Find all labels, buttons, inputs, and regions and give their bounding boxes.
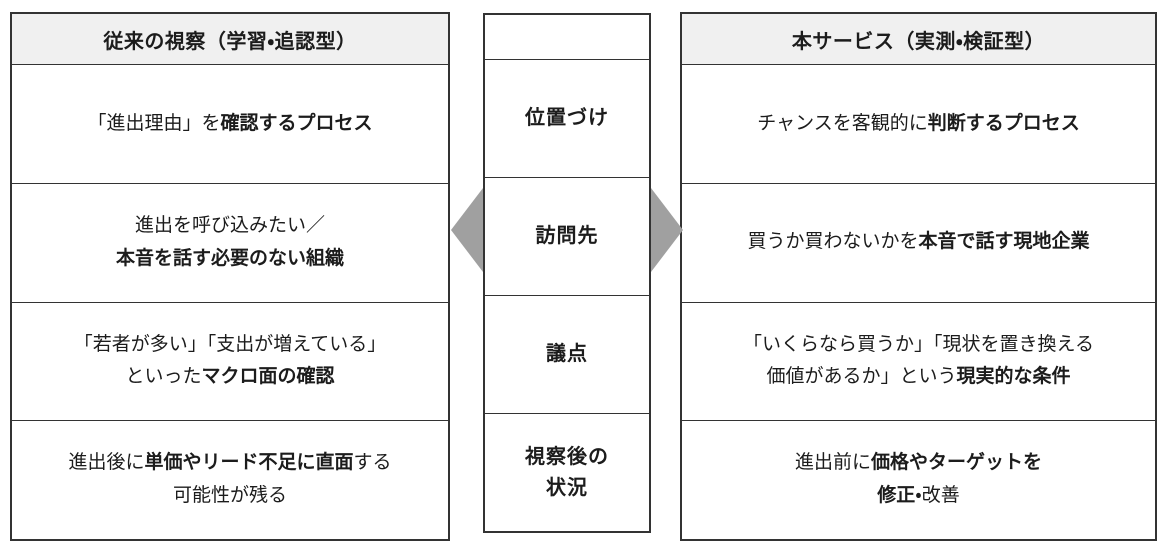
right-table: 本サービス（実測・検証型） チャンスを客観的に判断するプロセス 買うか買わないか… — [680, 12, 1157, 541]
text-line: 可能性が残る — [172, 485, 287, 507]
text-line: 進出後に単価やリード不足に直面する — [68, 452, 392, 474]
right-cell-post-inspection: 進出前に価格やターゲットを 修正・改善 — [682, 421, 1155, 539]
text-line: チャンスを客観的に判断するプロセス — [757, 112, 1080, 134]
right-table-header: 本サービス（実測・検証型） — [682, 14, 1155, 65]
arrow-left-icon — [451, 188, 483, 272]
text-line: 進出前に価格やターゲットを — [794, 452, 1043, 474]
middle-label-visit-target: 訪問先 — [485, 178, 649, 296]
right-cell-visit-target: 買うか買わないかを本音で話す現地企業 — [682, 184, 1155, 303]
right-cell-positioning: チャンスを客観的に判断するプロセス — [682, 65, 1155, 184]
arrow-right-icon — [651, 188, 683, 272]
text-line: 買うか買わないかを本音で話す現地企業 — [747, 231, 1090, 253]
text-line: 価値があるか」という現実的な条件 — [766, 366, 1071, 388]
text-line: 進出を呼び込みたい／ — [134, 214, 325, 236]
right-cell-discussion-points: 「いくらなら買うか」「現状を置き換える 価値があるか」という現実的な条件 — [682, 303, 1155, 422]
text-line: 本音を話す必要のない組織 — [115, 247, 344, 269]
middle-label-positioning: 位置づけ — [485, 60, 649, 178]
middle-label-column: 位置づけ 訪問先 議点 視察後の 状況 — [483, 13, 651, 533]
text-line: 「いくらなら買うか」「現状を置き換える — [743, 333, 1094, 355]
left-cell-post-inspection: 進出後に単価やリード不足に直面する 可能性が残る — [12, 421, 448, 539]
left-table-header: 従来の視察（学習・追認型） — [12, 14, 448, 65]
left-cell-discussion-points: 「若者が多い」「支出が増えている」 といったマクロ面の確認 — [12, 303, 448, 422]
left-cell-visit-target: 進出を呼び込みたい／ 本音を話す必要のない組織 — [12, 184, 448, 303]
text-line: といったマクロ面の確認 — [125, 366, 335, 388]
left-table-header-label: 従来の視察（学習・追認型） — [103, 30, 357, 53]
left-table: 従来の視察（学習・追認型） 「進出理由」を確認するプロセス 進出を呼び込みたい／… — [10, 12, 450, 541]
middle-label-discussion-points: 議点 — [485, 296, 649, 414]
middle-empty-header-cell — [485, 15, 649, 60]
left-cell-positioning: 「進出理由」を確認するプロセス — [12, 65, 448, 184]
text-line: 「進出理由」を確認するプロセス — [87, 112, 373, 134]
text-line: 修正・改善 — [877, 485, 960, 507]
text-line: 「若者が多い」「支出が増えている」 — [73, 333, 387, 355]
middle-label-post-inspection: 視察後の 状況 — [525, 445, 609, 499]
right-table-header-label: 本サービス（実測・検証型） — [791, 30, 1046, 53]
